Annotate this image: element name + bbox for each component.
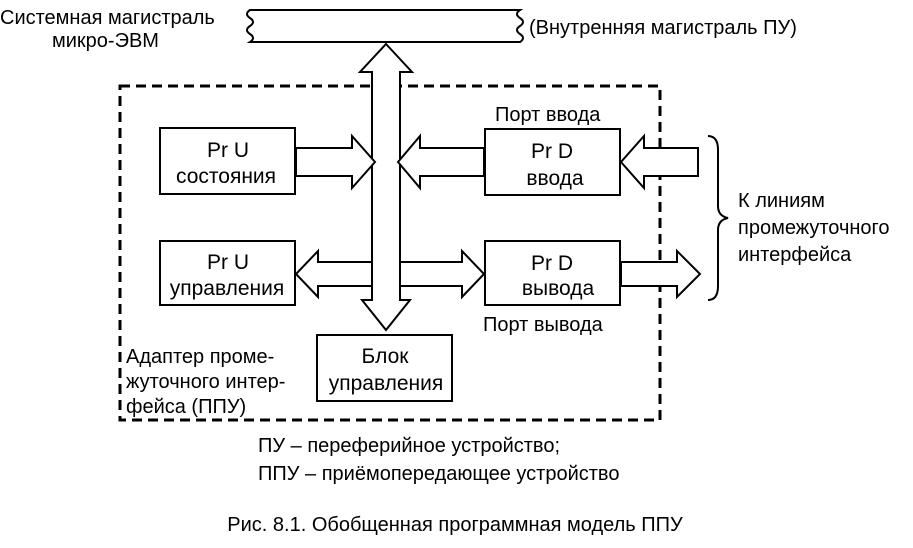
interface-lines-label-line2: промежуточного	[738, 217, 890, 239]
status-to-bus-arrow	[295, 133, 377, 191]
control-unit-subtitle: управления	[329, 372, 444, 395]
output-register-block	[484, 240, 621, 306]
output-register-subtitle: вывода	[522, 277, 595, 300]
internal-bus-arrow	[357, 42, 415, 332]
legend-line2: ППУ – приёмопередающее устройство	[258, 463, 619, 485]
control-unit-block	[316, 334, 453, 402]
output-port-label: Порт вывода	[483, 314, 604, 336]
adapter-label-line2: жуточного интер-	[126, 371, 285, 393]
adapter-label-line3: фейса (ППУ)	[126, 396, 246, 418]
bus-to-control-arrow	[294, 248, 373, 300]
control-register-subtitle: управления	[170, 277, 285, 300]
figure-caption: Рис. 8.1. Обобщенная программная модель …	[227, 514, 683, 536]
interface-lines-label-line3: интерфейса	[738, 244, 852, 266]
input-register-title: Pr D	[531, 140, 573, 163]
bus-to-output-arrow	[399, 248, 486, 300]
input-register-subtitle: ввода	[526, 167, 584, 190]
status-register-title: Pr U	[207, 139, 249, 162]
interface-brace	[707, 135, 729, 301]
control-register-block	[159, 240, 296, 306]
adapter-boundary	[118, 84, 662, 422]
internal-bus-label: (Внутренняя магистраль ПУ)	[529, 17, 797, 39]
legend-line1: ПУ – переферийное устройство;	[258, 435, 560, 457]
output-register-title: Pr D	[531, 252, 573, 275]
system-bus-label-line2: микро-ЭВМ	[52, 30, 159, 52]
status-register-block	[159, 127, 296, 195]
external-to-input-arrow	[619, 133, 699, 191]
control-unit-title: Блок	[362, 345, 410, 368]
system-bus-label-line1: Системная магистраль	[0, 7, 215, 29]
status-register-subtitle: состояния	[176, 165, 276, 188]
output-to-external-arrow	[620, 248, 702, 300]
input-port-label: Порт ввода	[495, 104, 601, 126]
input-to-bus-arrow	[396, 133, 485, 191]
input-register-block	[484, 128, 621, 196]
adapter-label-line1: Адаптер проме-	[126, 346, 274, 368]
control-register-title: Pr U	[207, 251, 249, 274]
interface-lines-label-line1: К линиям	[738, 190, 825, 212]
system-bus	[246, 9, 524, 43]
